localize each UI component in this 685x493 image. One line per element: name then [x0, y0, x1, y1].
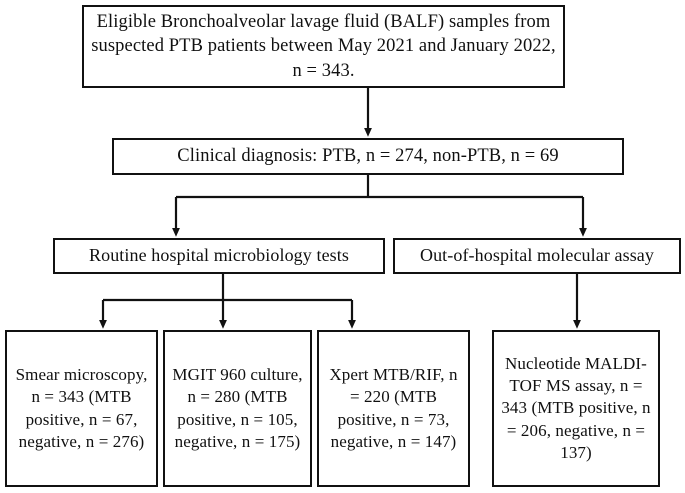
node-routine-hospital-microbiology-tests[interactable]: Routine hospital microbiology tests — [53, 238, 385, 274]
node-out-of-hospital-molecular-assay[interactable]: Out-of-hospital molecular assay — [393, 238, 681, 274]
node-label-smear: Smear microscopy, n = 343 (MTB positive,… — [15, 365, 148, 451]
node-label-source: Eligible Bronchoalveolar lavage fluid (B… — [91, 12, 556, 81]
node-eligible-balf-samples[interactable]: Eligible Bronchoalveolar lavage fluid (B… — [82, 5, 565, 88]
node-label-routine: Routine hospital microbiology tests — [89, 245, 349, 266]
node-label-mgit: MGIT 960 culture, n = 280 (MTB positive,… — [172, 365, 303, 451]
node-smear-microscopy[interactable]: Smear microscopy, n = 343 (MTB positive,… — [5, 330, 158, 487]
node-xpert-mtb-rif[interactable]: Xpert MTB/RIF, n = 220 (MTB positive, n … — [317, 330, 470, 487]
node-label-diagnosis: Clinical diagnosis: PTB, n = 274, non-PT… — [177, 146, 559, 167]
node-nucleotide-maldi-tof-ms-assay[interactable]: Nucleotide MALDI-TOF MS assay, n = 343 (… — [492, 330, 660, 487]
node-clinical-diagnosis[interactable]: Clinical diagnosis: PTB, n = 274, non-PT… — [112, 138, 624, 175]
node-label-maldi: Nucleotide MALDI-TOF MS assay, n = 343 (… — [501, 354, 651, 462]
node-label-outhospital: Out-of-hospital molecular assay — [419, 245, 655, 266]
node-label-xpert: Xpert MTB/RIF, n = 220 (MTB positive, n … — [329, 365, 458, 451]
node-mgit-960-culture[interactable]: MGIT 960 culture, n = 280 (MTB positive,… — [163, 330, 312, 487]
